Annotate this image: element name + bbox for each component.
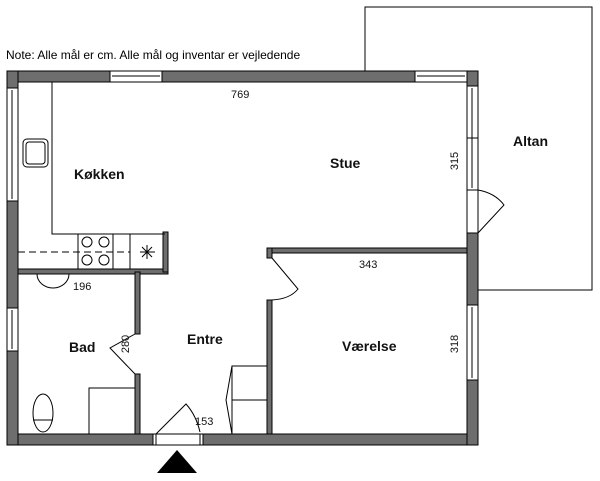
bath-cabinet bbox=[88, 387, 136, 435]
dimension-bath-width: 196 bbox=[73, 281, 92, 293]
entrance-arrow-icon bbox=[157, 450, 197, 473]
bedroom-door bbox=[271, 257, 299, 301]
walls bbox=[6, 70, 479, 446]
balcony-door bbox=[477, 189, 505, 234]
kitchen-sink bbox=[22, 138, 49, 168]
room-label-balcony: Altan bbox=[513, 133, 548, 149]
entry-door bbox=[155, 403, 201, 435]
toilet bbox=[32, 393, 54, 433]
dimension-width-top: 769 bbox=[231, 89, 250, 101]
dimension-bath-depth: 280 bbox=[120, 334, 133, 354]
room-label-kitchen: Køkken bbox=[74, 166, 125, 182]
windows bbox=[6, 70, 479, 446]
bath-door bbox=[109, 333, 136, 375]
room-label-hall: Entre bbox=[187, 331, 223, 347]
room-label-living: Stue bbox=[330, 155, 361, 171]
disclaimer-note: Note: Alle mål er cm. Alle mål og invent… bbox=[6, 48, 301, 62]
dimension-bedroom-width: 343 bbox=[359, 259, 378, 271]
balcony-outline bbox=[364, 6, 593, 291]
kitchen-counter bbox=[51, 82, 165, 235]
dimension-bedroom-depth: 318 bbox=[449, 334, 462, 354]
dimension-living-depth: 315 bbox=[449, 151, 462, 171]
extractor-icon bbox=[140, 245, 155, 259]
dimension-hall-width: 153 bbox=[195, 416, 214, 428]
room-label-bedroom: Værelse bbox=[342, 338, 397, 354]
room-label-bath: Bad bbox=[69, 339, 96, 355]
bath-sink bbox=[36, 273, 70, 289]
